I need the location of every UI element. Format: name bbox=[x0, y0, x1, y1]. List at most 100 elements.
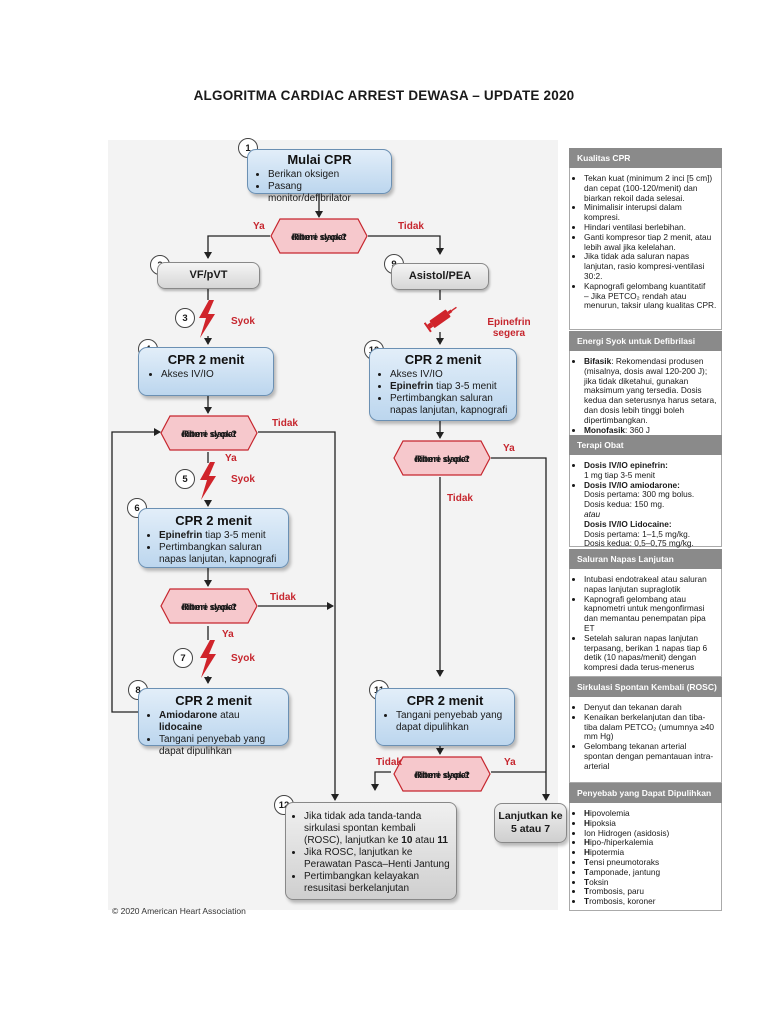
biphasic-text: : Rekomendasi produsen (misalnya, dosis … bbox=[584, 356, 717, 425]
yes-label: Ya bbox=[503, 443, 515, 454]
step12-item-text: Jika tidak ada tanda-tanda sirkulasi spo… bbox=[304, 811, 422, 846]
vf-pvt-box: VF/pVT bbox=[157, 262, 260, 289]
step11-item: Tangani penyebab yang dapat dipulihkan bbox=[396, 710, 508, 734]
decision-text: diberi syok? bbox=[181, 602, 237, 613]
decision-text: Ritme dapat bbox=[414, 770, 470, 781]
no-label: Tidak bbox=[270, 592, 296, 603]
cpr-quality-panel: Tekan kuat (minimum 2 inci [5 cm]) dan c… bbox=[569, 168, 722, 330]
step-number-3: 3 bbox=[175, 308, 195, 328]
step10-item-text: tiap 3-5 menit bbox=[433, 381, 497, 392]
cause-initial: T bbox=[584, 886, 590, 897]
energy-item: Bifasik: Rekomendasi produsen (misalnya,… bbox=[584, 356, 717, 426]
cpr-box-10: CPR 2 menit Akses IV/IO Epinefrin tiap 3… bbox=[369, 348, 517, 421]
shock-bolt-icon bbox=[200, 640, 216, 678]
cause-item: Ion Hidrogen (asidosis) bbox=[584, 828, 717, 839]
lidocaine-dose-label: Dosis IV/IO Lidocaine: bbox=[584, 518, 672, 529]
cpr-title: CPR 2 menit bbox=[404, 352, 482, 367]
energy-item: Monofasik: 360 J bbox=[584, 424, 717, 436]
amiodarone-dose: Dosis kedua: 150 mg. bbox=[584, 499, 665, 510]
step6-item: Pertimbangkan saluran napas lanjutan, ka… bbox=[159, 542, 282, 566]
drug-item: Dosis IV/IO epinefrin:1 mg tiap 3-5 meni… bbox=[584, 460, 717, 481]
cpr-title: CPR 2 menit bbox=[406, 693, 484, 708]
yes-label: Ya bbox=[222, 629, 234, 640]
lidocaine-dose: Dosis pertama: 1–1,5 mg/kg. bbox=[584, 528, 691, 539]
rosc-item: Kenaikan berkelanjutan dan tiba-tiba dal… bbox=[584, 712, 717, 742]
shock-energy-panel: Bifasik: Rekomendasi produsen (misalnya,… bbox=[569, 351, 722, 436]
cause-initial: T bbox=[584, 896, 590, 907]
step1-item: Berikan oksigen bbox=[268, 169, 385, 181]
cpr-box-6: CPR 2 menit Epinefrin tiap 3-5 menit Per… bbox=[138, 508, 289, 568]
quality-item: Ganti kompresor tiap 2 menit, atau lebih… bbox=[584, 232, 717, 253]
monophasic-label: Monofasik bbox=[584, 424, 626, 435]
amiodarone-text: Amiodarone bbox=[159, 710, 218, 721]
or-text: atau bbox=[584, 508, 601, 519]
yes-label: Ya bbox=[225, 453, 237, 464]
airway-item: Kapnografi gelombang atau kapnometri unt… bbox=[584, 594, 717, 634]
decision-text: diberi syok? bbox=[181, 429, 237, 440]
quality-item: Jika tidak ada saluran napas lanjutan, r… bbox=[584, 251, 717, 281]
rosc-item: Denyut dan tekanan darah bbox=[584, 702, 717, 713]
start-cpr-box: Mulai CPR Berikan oksigen Pasang monitor… bbox=[247, 149, 392, 204]
cause-item: Hipo-/hiperkalemia bbox=[584, 837, 717, 848]
step12-item: Jika ROSC, lanjutkan ke Perawatan Pasca–… bbox=[304, 847, 450, 871]
quality-item: Minimalisir interupsi dalam kompresi. bbox=[584, 203, 717, 223]
no-label: Tidak bbox=[398, 221, 424, 232]
cause-item: Toksin bbox=[584, 877, 717, 888]
cause-text: rombosis, paru bbox=[589, 886, 644, 897]
continue-box: Lanjutkan ke 5 atau 7 bbox=[494, 803, 567, 843]
yes-label: Ya bbox=[253, 221, 265, 232]
step8-item-text: atau bbox=[217, 710, 240, 721]
epinephrine-text: Epinefrin bbox=[159, 530, 203, 541]
cpr-title: CPR 2 menit bbox=[175, 513, 252, 528]
page-title: ALGORITMA CARDIAC ARREST DEWASA – UPDATE… bbox=[193, 88, 575, 103]
step6-item: Epinefrin tiap 3-5 menit bbox=[159, 530, 282, 542]
syringe-icon bbox=[424, 306, 457, 333]
drug-therapy-panel: Dosis IV/IO epinefrin:1 mg tiap 3-5 meni… bbox=[569, 455, 722, 550]
cpr-box-8: CPR 2 menit Amiodarone atau lidocaine Ta… bbox=[138, 688, 289, 757]
step-number-5: 5 bbox=[175, 469, 195, 489]
drug-item: Dosis IV/IO amiodarone:Dosis pertama: 30… bbox=[584, 479, 717, 550]
epinephrine-text: Epinefrin bbox=[390, 381, 434, 392]
start-cpr-title: Mulai CPR bbox=[287, 152, 352, 167]
quality-item: Hindari ventilasi berlebihan. bbox=[584, 222, 717, 233]
drug-therapy-header: Terapi Obat bbox=[569, 435, 722, 455]
cause-text: amponade, jantung bbox=[589, 866, 661, 877]
cause-item: Hipoksia bbox=[584, 818, 717, 829]
step12-item-text: atau bbox=[412, 835, 438, 846]
step10-item: Akses IV/IO bbox=[390, 369, 510, 381]
epinephrine-dose-label: Dosis IV/IO epinefrin: bbox=[584, 460, 668, 470]
cause-initial: H bbox=[584, 847, 590, 858]
step4-item: Akses IV/IO bbox=[161, 369, 265, 381]
step6-item-text: tiap 3-5 menit bbox=[202, 530, 266, 541]
cause-initial: H bbox=[584, 837, 590, 848]
post-rosc-box: Jika tidak ada tanda-tanda sirkulasi spo… bbox=[285, 802, 457, 900]
cause-item: Hipotermia bbox=[584, 847, 717, 858]
step-number-7: 7 bbox=[173, 648, 193, 668]
amiodarone-dose: Dosis pertama: 300 mg bolus. bbox=[584, 489, 695, 500]
shock-label: Syok bbox=[231, 653, 255, 664]
step8-item: Amiodarone atau lidocaine bbox=[159, 710, 282, 734]
copyright-notice: © 2020 American Heart Association bbox=[112, 906, 246, 916]
decision-text: Ritme dapat bbox=[181, 429, 237, 440]
quality-subitem: – Jika PETCO₂ rendah atau menurun, taksi… bbox=[584, 290, 717, 311]
step10-item: Pertimbangkan saluran napas lanjutan, ka… bbox=[390, 393, 510, 417]
cause-item: Hipovolemia bbox=[584, 808, 717, 819]
shock-energy-header: Energi Syok untuk Defibrilasi bbox=[569, 331, 722, 351]
advanced-airway-header: Saluran Napas Lanjutan bbox=[569, 549, 722, 569]
reversible-causes-panel: Hipovolemia Hipoksia Ion Hidrogen (asido… bbox=[569, 803, 722, 911]
rosc-item: Gelombang tekanan arterial spontan denga… bbox=[584, 741, 717, 771]
cause-initial: T bbox=[584, 856, 590, 867]
amiodarone-dose-label: Dosis IV/IO amiodarone: bbox=[584, 479, 680, 490]
asystole-pea-box: Asistol/PEA bbox=[391, 263, 489, 290]
cause-item: Tensi pneumotoraks bbox=[584, 856, 717, 868]
rosc-header: Sirkulasi Spontan Kembali (ROSC) bbox=[569, 677, 722, 697]
epinephrine-immediate-label: Epinefrin segera bbox=[487, 317, 531, 339]
cause-initial: T bbox=[584, 866, 590, 877]
cause-text: ensi pneumotoraks bbox=[589, 856, 660, 867]
airway-item: Intubasi endotrakeal atau saluran napas … bbox=[584, 574, 717, 595]
cause-item: Trombosis, koroner bbox=[584, 896, 717, 907]
